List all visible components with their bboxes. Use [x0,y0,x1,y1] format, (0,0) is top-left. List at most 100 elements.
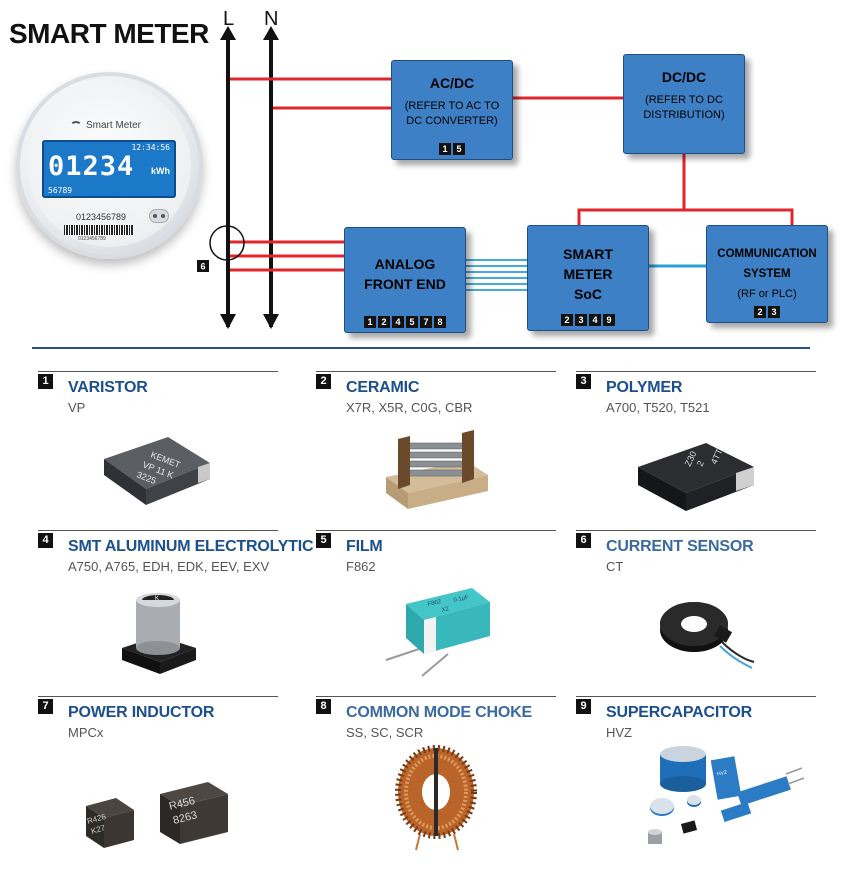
supercapacitor-icon: HVZ [648,746,805,844]
card-name: VARISTOR [68,379,148,396]
card-number: 6 [576,533,591,548]
neutral-label: N [264,8,279,30]
smart-meter-soc-block: SMART METER SoC 2 3 4 9 [527,225,649,331]
afe-badges: 1 2 4 5 7 8 [345,316,465,328]
card-rule [38,371,278,372]
card-rule [576,530,816,531]
card-series: A700, T520, T521 [606,400,710,415]
component-card-current-sensor: 6 CURRENT SENSOR CT [576,530,816,680]
component-card-common-mode-choke: 8 COMMON MODE CHOKE SS, SC, SCR [316,696,556,851]
soc-badge: 4 [589,314,601,326]
power-inductor-icon: R426 K27 R456 8263 [86,782,228,848]
card-rule [316,371,556,372]
live-label: L [223,8,235,30]
optical-port-icon [149,209,169,223]
wiring-diagram: 6 [197,26,794,329]
afe-badge: 1 [364,316,376,328]
electrolytic-capacitor-icon: K [122,593,196,674]
acdc-block: AC/DC (REFER TO AC TO DC CONVERTER) 1 5 [391,60,513,160]
card-name: COMMON MODE CHOKE [346,704,532,721]
acdc-desc-line1: (REFER TO AC TO [404,100,500,112]
neutral-down-arrow-icon [263,314,279,329]
svg-text:8263: 8263 [172,809,199,827]
card-name: SMT ALUMINUM ELECTROLYTIC [68,538,314,555]
svg-text:K27: K27 [90,823,107,836]
svg-text:HVZ: HVZ [717,770,728,778]
comm-badge: 2 [754,306,766,318]
common-mode-choke-icon [395,745,477,851]
svg-text:K: K [155,596,159,602]
comm-badges: 2 3 [707,306,827,318]
current-sensor-badge-box [197,260,209,272]
barcode-icon [64,225,134,235]
meter-sub-reading: 56789 [48,186,73,195]
card-rule [316,530,556,531]
card-series: CT [606,559,624,574]
comm-badge: 3 [768,306,780,318]
card-rule [316,696,556,697]
wireless-icon [70,120,82,131]
card-series: SS, SC, SCR [346,725,424,740]
svg-text:X2: X2 [441,606,450,614]
varistor-icon: KEMET VP 11 K 3225 [104,437,210,505]
dcdc-block: DC/DC (REFER TO DC DISTRIBUTION) [623,54,745,154]
dcdc-desc-line1: (REFER TO DC [645,94,723,106]
card-number: 4 [38,533,53,548]
acdc-title: AC/DC [429,75,475,91]
section-divider [32,347,810,349]
card-number: 3 [576,374,591,389]
card-number: 9 [576,699,591,714]
polymer-capacitor-icon: 4TT 2 Z30 [638,443,754,511]
live-up-arrow-icon [220,26,236,40]
film-capacitor-icon: F862 X2 0.1µF [385,588,490,677]
afe-badge: 8 [434,316,446,328]
card-name: SUPERCAPACITOR [606,704,752,721]
current-sensor-ring-icon [209,225,245,261]
afe-title-line2: FRONT END [364,276,446,292]
meter-display: 12:34:56 01234 kWh 56789 [42,140,176,198]
card-series: X7R, X5R, C0G, CBR [346,400,473,415]
card-number: 8 [316,699,331,714]
dcdc-desc-line2: DISTRIBUTION) [643,109,725,121]
ceramic-capacitor-icon [386,430,488,509]
live-down-arrow-icon [220,314,236,329]
card-name: CERAMIC [346,379,420,396]
card-series: HVZ [606,725,632,740]
card-name: POWER INDUCTOR [68,704,215,721]
component-card-varistor: 1 VARISTOR VP KEMET VP 11 K 3225 [38,371,278,521]
component-card-ceramic: 2 CERAMIC X7R, X5R, C0G, CBR [316,371,556,521]
page-title: SMART METER [9,18,209,49]
soc-title-line2: METER [563,266,613,282]
card-rule [576,696,816,697]
dcdc-title: DC/DC [661,69,707,85]
afe-badge: 4 [392,316,404,328]
meter-brand: Smart Meter [70,120,141,131]
card-rule [38,696,278,697]
current-sensor-icon [660,602,755,669]
card-number: 5 [316,533,331,548]
card-rule [38,530,278,531]
svg-text:2: 2 [695,459,706,468]
meter-reading: 01234 [48,151,135,182]
current-sensor-badge: 6 [200,262,205,272]
component-card-polymer: 3 POLYMER A700, T520, T521 4TT 2 Z30 [576,371,816,521]
card-series: A750, A765, EDH, EDK, EEV, EXV [68,559,270,574]
soc-badge: 9 [603,314,615,326]
afe-badge: 5 [406,316,418,328]
component-card-film: 5 FILM F862 F862 X2 0.1µF [316,530,556,680]
card-rule [576,371,816,372]
afe-badge: 2 [378,316,390,328]
acdc-badge: 5 [453,143,465,155]
afe-to-soc-bus [466,259,527,291]
card-name: CURRENT SENSOR [606,538,754,555]
svg-text:F862: F862 [427,599,442,608]
component-card-power-inductor: 7 POWER INDUCTOR MPCx R426 K27 R456 8263 [38,696,278,848]
analog-front-end-block: ANALOG FRONT END 1 2 4 5 7 8 [344,227,466,333]
card-name: POLYMER [606,379,683,396]
soc-title-line1: SMART [563,246,613,262]
meter-time: 12:34:56 [131,143,170,152]
soc-badge: 2 [561,314,573,326]
svg-text:0.1µF: 0.1µF [453,595,470,604]
soc-badge: 3 [575,314,587,326]
soc-badges: 2 3 4 9 [528,314,648,326]
